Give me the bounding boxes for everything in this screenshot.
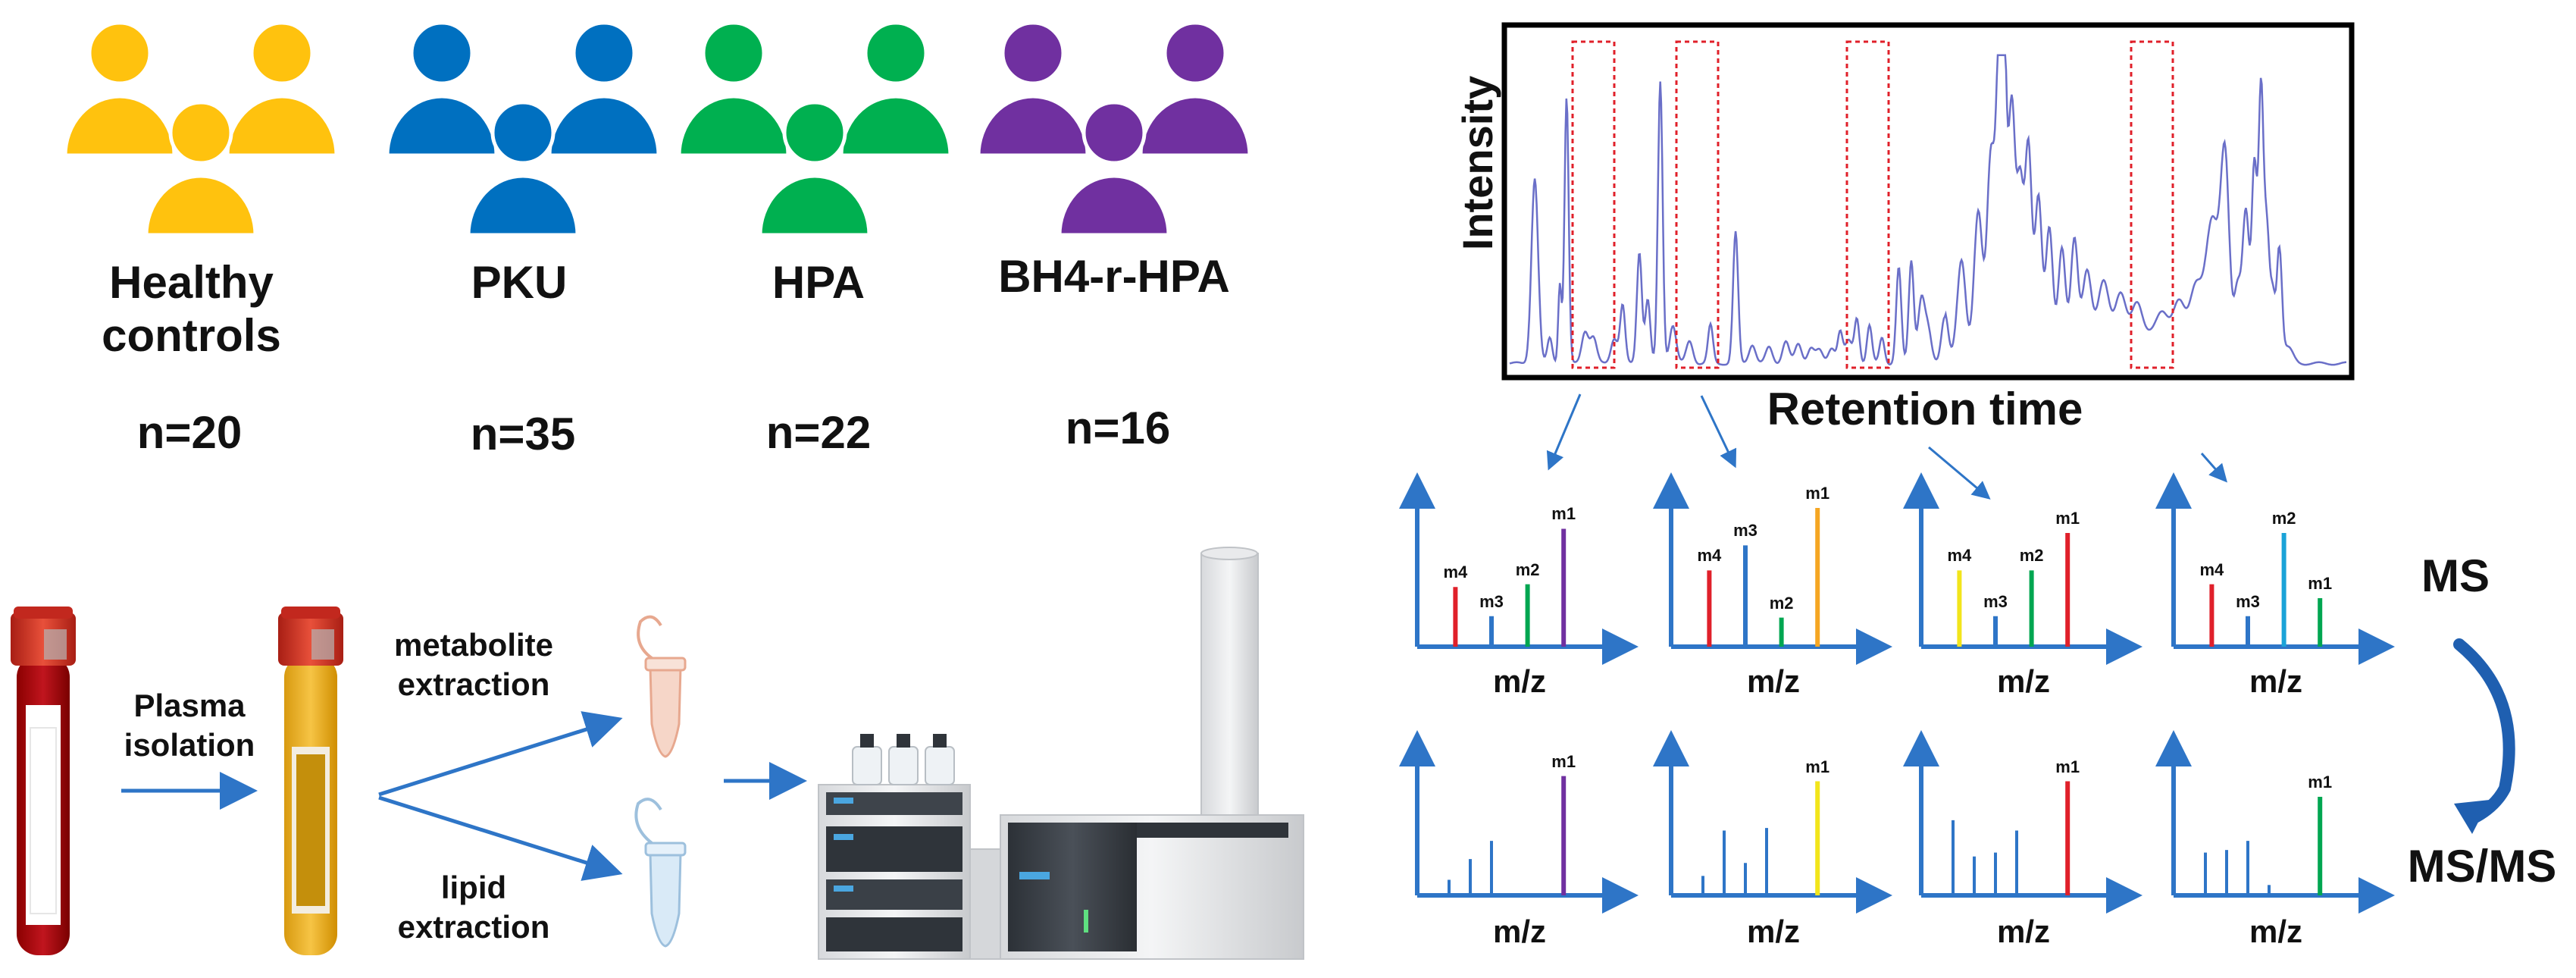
person-icon: [677, 20, 790, 158]
peak-label: m1: [1551, 751, 1576, 771]
peak-label: m1: [1805, 484, 1830, 503]
chromatogram-trace: [1509, 54, 2346, 366]
spectrum-axes: [1903, 472, 2142, 665]
person-group-icon: [385, 20, 661, 237]
peak-label: m3: [1479, 591, 1504, 611]
peak-label: m3: [1733, 521, 1758, 541]
peak-highlight-box: [2130, 40, 2174, 369]
peak-highlight-box: [1571, 40, 1616, 369]
mz-axis-label: m/z: [1746, 914, 1800, 949]
lipid-line1: lipid: [440, 870, 507, 905]
spectrum-axes: [1653, 472, 1892, 665]
lipid-arrow: [378, 795, 623, 881]
group-label-bh4: BH4-r-HPA: [998, 251, 1230, 302]
metabolite-extraction-label: metabolite extraction: [371, 625, 576, 704]
group-label-healthy: Healthy controls: [72, 256, 311, 362]
mz-axis-label: m/z: [1996, 914, 2050, 949]
msms-label: MS/MS: [2407, 841, 2557, 892]
person-icon: [225, 20, 339, 158]
plasma-isolation-label: Plasma isolation: [106, 686, 273, 765]
person-group-icon: [63, 20, 339, 237]
peak-highlight-box: [1845, 40, 1890, 369]
group-n-hpa: n=22: [765, 407, 872, 458]
spectrum-axes: [1399, 472, 1639, 665]
mz-axis-label: m/z: [1746, 663, 1800, 699]
person-icon: [466, 100, 580, 237]
mz-axis-label: m/z: [1492, 663, 1546, 699]
lipid-line2: extraction: [397, 909, 550, 945]
group-n-bh4: n=16: [1065, 403, 1171, 453]
group-name-line1: Healthy: [109, 257, 274, 308]
lipid-tube-icon: [634, 798, 687, 948]
person-icon: [63, 20, 177, 158]
patient-groups: [63, 20, 1252, 237]
plasma-tube-icon: [278, 607, 343, 955]
plasma-line2: isolation: [124, 727, 255, 763]
chromatogram-xlabel: Retention time: [1767, 384, 2083, 434]
plasma-line1: Plasma: [133, 688, 246, 723]
lcms-instrument-icon: [818, 547, 1304, 960]
highlight-boxes: [1571, 40, 2174, 369]
group-label-hpa: HPA: [772, 257, 865, 308]
person-icon: [1138, 20, 1252, 158]
metabolite-tube-icon: [637, 615, 687, 758]
person-icon: [144, 100, 258, 237]
group-name-line2: controls: [102, 310, 281, 361]
peak-label: m1: [2055, 508, 2080, 528]
metabolite-arrow: [378, 711, 623, 797]
peak-label: m2: [2019, 546, 2044, 566]
mz-axis-label: m/z: [2249, 663, 2302, 699]
chromatogram-ylabel: Intensity: [1454, 75, 1501, 251]
person-group-icon: [976, 20, 1252, 237]
person-icon: [1057, 100, 1171, 237]
spectrum-axes: [1399, 730, 1639, 914]
mz-axis-label: m/z: [2249, 914, 2302, 949]
chromatogram: [1501, 22, 2355, 381]
blood-tube-icon: [11, 607, 76, 955]
metabolite-line1: metabolite: [393, 627, 554, 663]
peak-label: m1: [2308, 573, 2333, 593]
ms-to-msms-arrow: [2453, 638, 2515, 825]
group-n-healthy: n=20: [136, 407, 243, 458]
person-group-icon: [677, 20, 953, 237]
lipid-extraction-label: lipid extraction: [371, 868, 576, 947]
spectrum-axes: [2155, 472, 2395, 665]
peak-label: m4: [1443, 563, 1468, 582]
group-label-pku: PKU: [471, 257, 568, 308]
peak-label: m4: [1697, 546, 1722, 566]
chromatogram-to-spectra-arrows: [1546, 393, 2227, 500]
spectrum-axes: [1653, 730, 1892, 914]
peak-highlight-box: [1675, 40, 1720, 369]
peak-label: m3: [2236, 591, 2260, 611]
person-icon: [547, 20, 661, 158]
peak-label: m1: [1551, 504, 1576, 524]
peak-label: m4: [2199, 560, 2224, 579]
person-icon: [976, 20, 1090, 158]
person-icon: [758, 100, 872, 237]
group-n-pku: n=35: [470, 409, 576, 459]
person-icon: [839, 20, 953, 158]
person-icon: [385, 20, 499, 158]
ms-label: MS: [2421, 550, 2490, 601]
peak-label: m4: [1947, 546, 1972, 566]
spectrum-axes: [2155, 730, 2395, 914]
peak-label: m1: [1805, 757, 1830, 776]
mz-axis-label: m/z: [1492, 914, 1546, 949]
peak-label: m1: [2055, 757, 2080, 776]
mz-axis-label: m/z: [1996, 663, 2050, 699]
peak-label: m2: [2271, 508, 2296, 528]
peak-label: m1: [2308, 773, 2333, 792]
metabolite-line2: extraction: [397, 666, 550, 702]
spectra-grid: [1399, 472, 2395, 914]
peak-label: m2: [1769, 593, 1794, 613]
peak-label: m3: [1983, 591, 2008, 611]
peak-label: m2: [1515, 560, 1540, 579]
ms-to-msms-arrowhead: [2454, 800, 2490, 834]
spectrum-axes: [1903, 730, 2142, 914]
